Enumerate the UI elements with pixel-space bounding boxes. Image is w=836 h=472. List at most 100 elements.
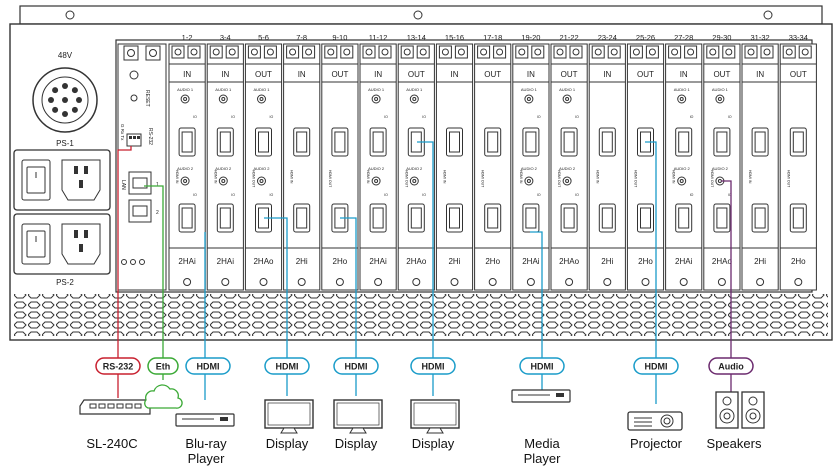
card-panel (779, 43, 817, 291)
lan-port-socket (132, 177, 148, 189)
bnc-jack-hole (289, 48, 297, 56)
hdmi-port (598, 203, 616, 233)
audio-jack-core (374, 179, 379, 183)
hdmi-port-label: HDMI OUT (786, 170, 790, 188)
card-type-label: 2HAo (559, 257, 580, 266)
bnc-jack-hole (687, 48, 695, 56)
slot-direction-label: OUT (637, 70, 654, 79)
io-label: IO (270, 193, 274, 197)
status-led (121, 259, 127, 265)
slot-range-label: 33-34 (789, 33, 808, 42)
bnc-jack (531, 45, 545, 59)
hdmi-port (675, 127, 693, 157)
card-screw (565, 278, 574, 286)
eth-cable (144, 185, 164, 380)
slot-range-label: 9-10 (332, 33, 347, 42)
audio-jack (677, 94, 687, 104)
card-screw (679, 278, 688, 286)
cable-tag-hdmi (633, 357, 679, 375)
slot-range-label: 5-6 (258, 33, 269, 42)
bnc-jack-hole (266, 48, 274, 56)
power-pin (62, 111, 68, 117)
bnc-jack (553, 45, 567, 59)
cable-tag-hdmi (410, 357, 456, 375)
card-panel (626, 43, 665, 291)
bnc-jack-hole (305, 48, 313, 56)
hdmi-port-socket (181, 207, 193, 229)
speaker-woofer (719, 408, 735, 424)
display-monitor-icon (264, 399, 314, 434)
audio1-label: AUDIO 1 (674, 87, 691, 92)
power-pin (52, 106, 59, 113)
power-pin (52, 87, 59, 94)
card-screw (297, 278, 306, 286)
card-screw (259, 278, 268, 286)
device-label: Display (412, 436, 455, 451)
controller-key (89, 403, 97, 409)
io-label: IO (231, 193, 235, 197)
card-type-label: 2HAo (253, 257, 274, 266)
cable-tag-rs-232 (95, 357, 141, 375)
hdmi-cable-media-player (530, 231, 543, 390)
cable-tag-label: HDMI (276, 362, 299, 372)
io-label: IO (690, 115, 694, 119)
bnc-jack-hole (419, 48, 427, 56)
hdmi-port-socket (525, 131, 537, 153)
speaker-woofer-cone (749, 412, 757, 420)
speaker-woofer-cone (723, 412, 731, 420)
bnc-jack (123, 45, 139, 61)
hdmi-port (522, 127, 540, 157)
power-pin (62, 97, 68, 103)
slot-direction-label: OUT (255, 70, 272, 79)
rs232-pins-label: G Rx Tx (120, 124, 125, 141)
card-type-label: 2HAi (522, 257, 540, 266)
rs232-cable (117, 146, 132, 398)
projector-lens-inner (663, 417, 671, 425)
bnc-jack (225, 45, 239, 59)
bnc-jack (668, 45, 682, 59)
projector-body (627, 411, 683, 431)
hdmi-port-label: HDMI IN (366, 170, 370, 184)
hdmi-port-label: HDMI IN (748, 170, 752, 184)
bnc-jack-hole (381, 48, 389, 56)
iec-pin (79, 244, 83, 252)
card-panel (550, 43, 588, 291)
device-label: Blu-ray (185, 436, 227, 451)
top-screw (65, 10, 75, 20)
slot-direction-label: IN (374, 70, 382, 79)
bnc-jack (302, 45, 316, 59)
audio-jack-core (259, 97, 264, 101)
power-voltage-label: 48V (58, 51, 73, 60)
hdmi-port-label: HDMI IN (290, 170, 294, 184)
bnc-jack (722, 45, 736, 59)
ps2-label: PS-2 (56, 278, 74, 287)
slot-range-label: 7-8 (296, 33, 307, 42)
cable-tag-label: Eth (156, 362, 171, 372)
monitor-bezel (413, 402, 457, 426)
hdmi-port-label: HDMI IN (443, 170, 447, 184)
audio2-label: AUDIO 2 (712, 166, 729, 171)
audio-jack-core (679, 97, 684, 101)
bnc-jack (706, 45, 720, 59)
bnc-jack (247, 45, 261, 59)
hdmi-port-label: HDMI OUT (557, 170, 561, 188)
monitor-screen (410, 399, 460, 429)
slot-range-label: 23-24 (598, 33, 617, 42)
hdmi-port (369, 127, 387, 157)
bnc-jack-hole (518, 48, 526, 56)
card-type-label: 2Ho (638, 257, 653, 266)
bnc-jack (438, 45, 452, 59)
audio1-label: AUDIO 1 (368, 87, 385, 92)
speaker-woofer (745, 408, 761, 424)
bnc-jack (454, 45, 468, 59)
slot-direction-label: IN (183, 70, 191, 79)
audio-jack-core (526, 179, 531, 183)
